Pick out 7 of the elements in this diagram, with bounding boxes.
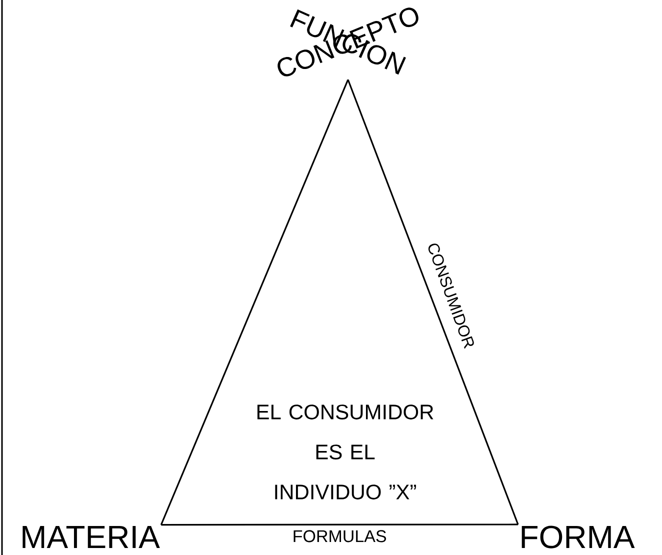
triangle-side — [161, 524, 518, 526]
triangle-side — [160, 79, 349, 526]
note-text: EL CONSUMIDOR ES EL INDIVIDUO ”X” — [257, 404, 434, 500]
edge-label: FORMULAS — [294, 530, 386, 542]
vertex-label: FORMA — [522, 526, 635, 548]
vertex-label: MATERIA — [22, 526, 160, 548]
triangle-side — [347, 79, 519, 525]
